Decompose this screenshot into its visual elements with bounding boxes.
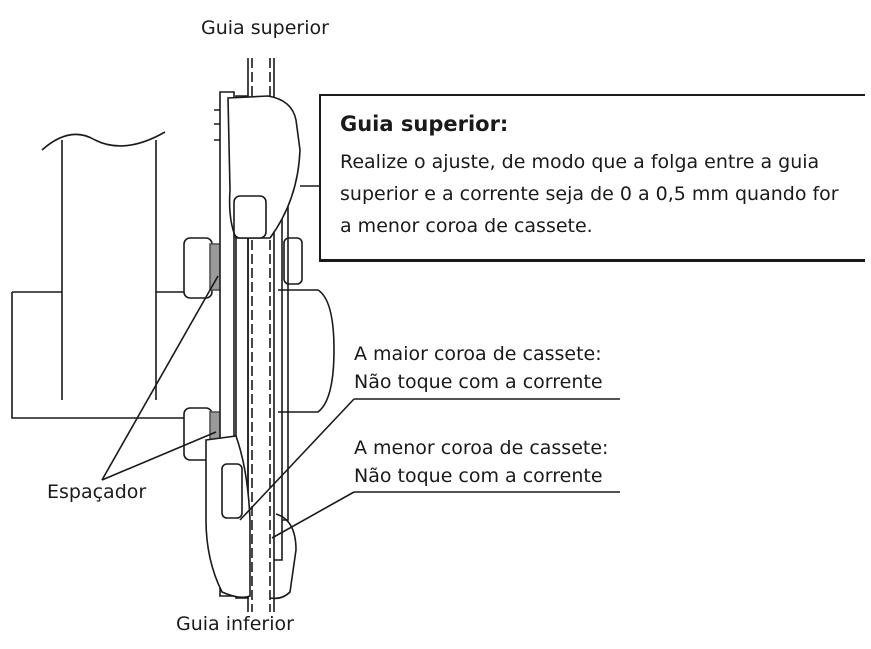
upper-guide-bolts — [214, 109, 220, 141]
leader-spacer-1 — [101, 275, 219, 481]
bottom-guide-label: Guia inferior — [176, 613, 294, 635]
frame-tube-break — [41, 131, 166, 151]
bolt-right — [283, 237, 303, 285]
smallest-cog-label: A menor coroa de cassete: Não toque com … — [354, 437, 609, 487]
chainstay — [11, 291, 190, 419]
leader-largest — [239, 398, 620, 521]
hub-body — [278, 289, 335, 413]
lower-guide-right — [269, 513, 297, 600]
callout-body: Realize o ajuste, de modo que a folga en… — [340, 151, 839, 237]
frame-tube — [61, 140, 157, 400]
spacer-label: Espaçador — [47, 481, 147, 503]
lower-guide-tab — [221, 463, 243, 519]
upper-guide-tab — [233, 195, 267, 239]
leader-spacer-2 — [101, 431, 217, 481]
callout-title: Guia superior: — [340, 112, 509, 136]
bolt-upper — [183, 237, 213, 299]
callout-box: Guia superior: Realize o ajuste, de modo… — [319, 94, 865, 262]
largest-cog-label: A maior coroa de cassete: Não toque com … — [354, 343, 603, 393]
top-guide-label: Guia superior — [201, 17, 329, 39]
leader-smallest — [271, 491, 620, 539]
